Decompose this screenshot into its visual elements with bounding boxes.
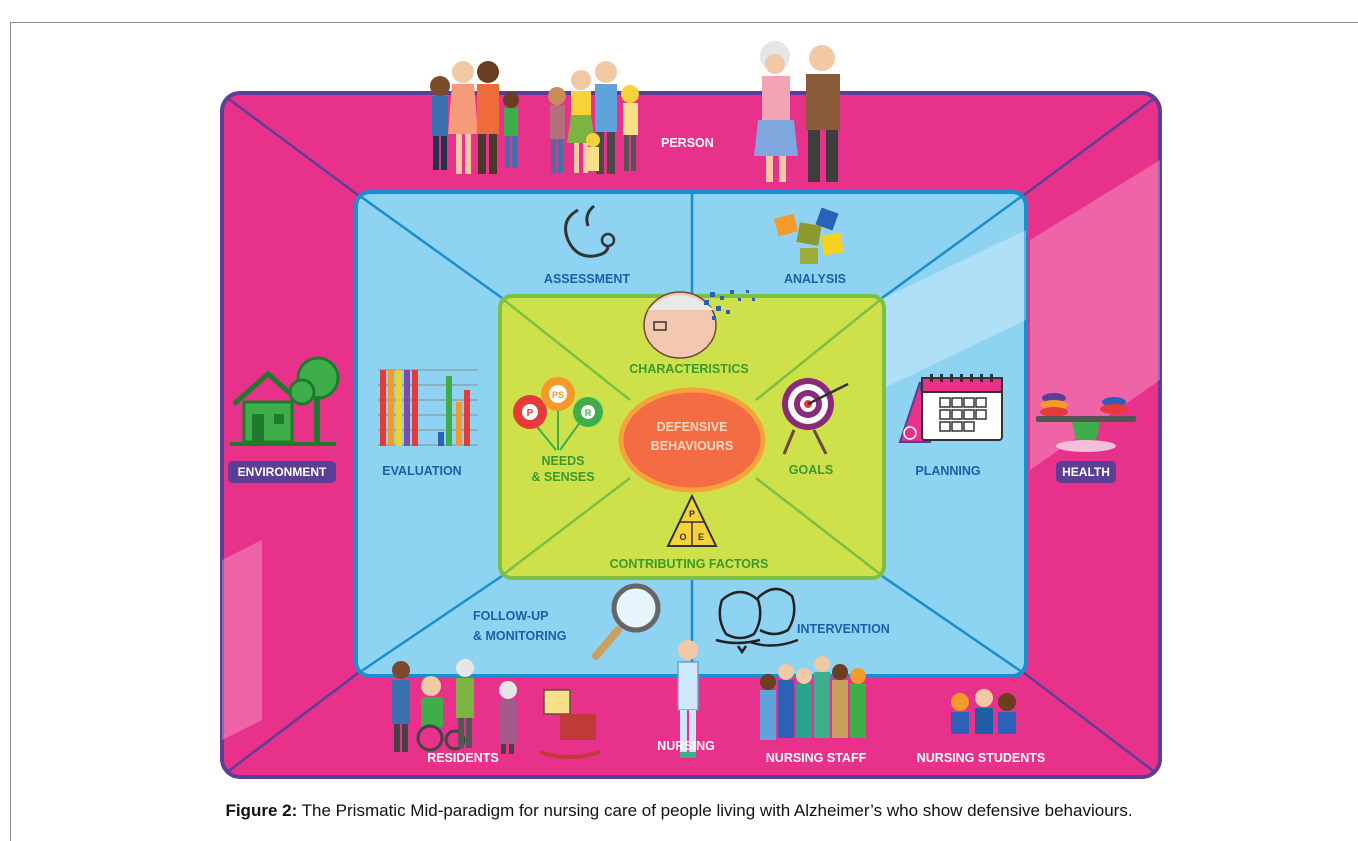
outer-diagonals — [225, 95, 1157, 774]
bubbles-icon — [513, 377, 603, 451]
nursing-staff-group-icon — [760, 656, 866, 740]
center-label-2: BEHAVIOURS — [651, 439, 733, 453]
nurse-icon — [677, 640, 699, 758]
contributing-factors-label: CONTRIBUTING FACTORS — [610, 557, 769, 571]
environment-label: ENVIRONMENT — [238, 465, 327, 479]
house-tree-icon — [230, 356, 340, 446]
caption-prefix: Figure 2: — [225, 801, 298, 820]
intervention-label: INTERVENTION — [797, 622, 890, 636]
goals-label: GOALS — [789, 463, 833, 477]
residents-group-icon — [392, 659, 601, 759]
assessment-label: ASSESSMENT — [544, 272, 630, 286]
family-group-icon — [430, 61, 519, 174]
residents-label: RESIDENTS — [427, 751, 499, 765]
balance-icon — [1036, 393, 1136, 452]
person-label: PERSON — [661, 136, 714, 150]
nursing-label: NURSING — [657, 739, 715, 753]
needs-label-1: NEEDS — [541, 454, 584, 468]
evaluation-label: EVALUATION — [382, 464, 461, 478]
bubble-p: P — [527, 408, 534, 419]
bubble-r: R — [585, 408, 592, 418]
triangle-left: O — [679, 532, 686, 542]
gloss-middle — [880, 230, 1026, 390]
center-label-1: DEFENSIVE — [657, 420, 728, 434]
health-badge — [1056, 461, 1116, 483]
caption-text: The Prismatic Mid-paradigm for nursing c… — [297, 801, 1133, 820]
triangle-icon — [666, 493, 718, 547]
environment-badge — [228, 461, 336, 483]
health-label: HEALTH — [1062, 465, 1110, 479]
nursing-students-label: NURSING STUDENTS — [917, 751, 1045, 765]
follow-up-label-2: & MONITORING — [473, 629, 567, 643]
stethoscope-icon — [564, 204, 616, 258]
gloss-right — [1030, 160, 1160, 470]
figure-frame-left — [10, 22, 11, 841]
family-group-2-icon — [548, 61, 639, 174]
center-ellipse — [618, 387, 766, 493]
nursing-students-group-icon — [951, 689, 1016, 734]
couple-icon — [715, 587, 799, 655]
analysis-label: ANALYSIS — [784, 272, 846, 286]
characteristics-label: CHARACTERISTICS — [629, 362, 748, 376]
needs-label-2: & SENSES — [531, 470, 594, 484]
follow-up-label-1: FOLLOW-UP — [473, 609, 548, 623]
nursing-staff-label: NURSING STAFF — [766, 751, 867, 765]
gloss-left — [222, 540, 262, 740]
triangle-right: E — [698, 532, 704, 542]
inner-diagonals — [503, 299, 881, 575]
head-icon — [643, 290, 755, 359]
triangle-top: P — [689, 509, 695, 519]
planning-label: PLANNING — [915, 464, 980, 478]
calendar-icon — [898, 374, 1003, 443]
figure-caption: Figure 2: The Prismatic Mid-paradigm for… — [0, 801, 1358, 821]
figure-frame-top — [10, 22, 1358, 23]
target-icon — [782, 378, 849, 455]
prismatic-diagram: DEFENSIVE BEHAVIOURS PERSON ASSESSMENT A… — [220, 41, 1162, 779]
bar-chart-icon — [378, 369, 478, 446]
magnifier-icon — [592, 583, 661, 660]
puzzle-icon — [774, 207, 844, 264]
bubble-ps: PS — [552, 390, 564, 400]
elderly-couple-icon — [754, 41, 840, 182]
